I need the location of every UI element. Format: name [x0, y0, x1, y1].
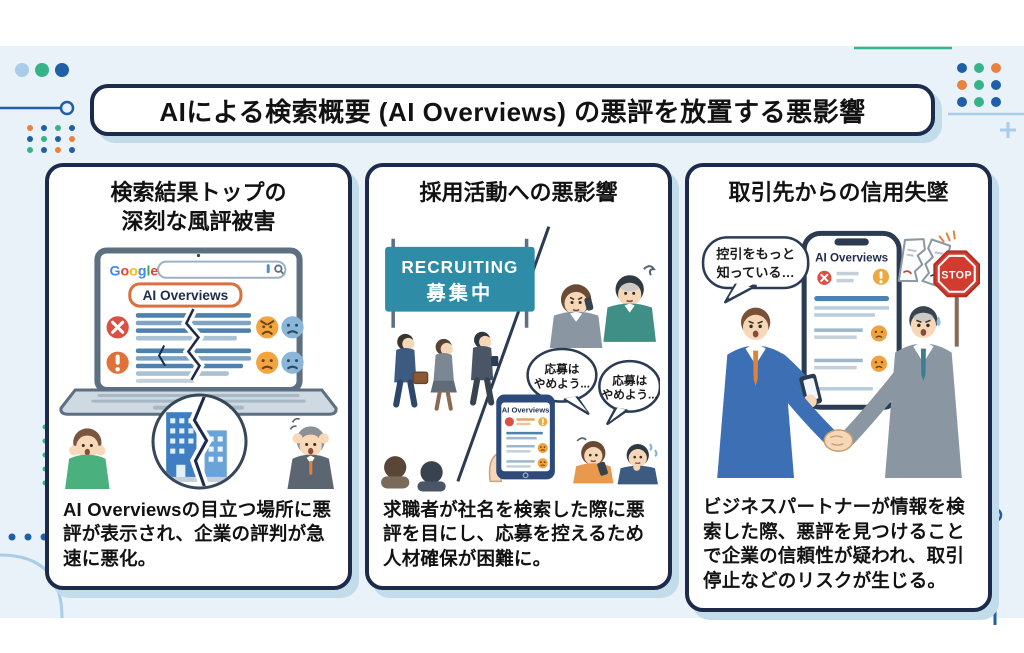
- sad-emoji-icon: [870, 355, 888, 372]
- phone-ai-overviews: AI Overviews: [488, 394, 555, 482]
- stop-sign-icon: STOP: [933, 249, 981, 347]
- handshake-icon: [823, 428, 854, 452]
- laptop-icon: Google AI Overviews: [59, 247, 338, 416]
- recruiting-illustration: RECRUITING 募集中: [377, 212, 662, 496]
- partner-speech-bubble: 控引をもっと 知っている…: [701, 235, 810, 303]
- worried-man: [287, 418, 334, 490]
- svg-text:応募は: 応募は: [612, 373, 647, 387]
- svg-text:やめよう...: やめよう...: [534, 377, 590, 390]
- sad-emoji-icon: [281, 351, 304, 374]
- card-heading: 採用活動への悪影響: [419, 180, 618, 205]
- svg-text:AI Overviews: AI Overviews: [502, 405, 550, 414]
- svg-text:AI Overviews: AI Overviews: [143, 288, 229, 303]
- error-icon: [504, 416, 514, 426]
- declining-woman: [573, 436, 614, 483]
- worried-man-bust: [603, 264, 656, 342]
- worried-woman: [65, 428, 110, 490]
- search-bar: [157, 260, 287, 279]
- speech-bubble: 応募は やめよう...: [598, 359, 662, 425]
- svg-text:RECRUITING: RECRUITING: [401, 257, 518, 277]
- businessman-left: [717, 307, 837, 478]
- google-logo: Google: [110, 263, 159, 279]
- sad-emoji-icon: [537, 457, 548, 468]
- error-icon: [106, 316, 129, 339]
- svg-text:控引をもっと: 控引をもっと: [716, 245, 795, 261]
- card-reputation-damage: 検索結果トップの 深刻な風評被害 Google AI Overviews: [45, 163, 352, 590]
- sad-emoji-icon: [256, 351, 279, 374]
- card-body-text: 求職者が社名を検索した際に悪評を目にし、応募を控えるため人材確保が困難に。: [383, 498, 645, 570]
- sad-emoji-icon: [537, 442, 548, 453]
- ai-overviews-badge: [128, 282, 243, 308]
- screen-crack-icon: [157, 307, 205, 383]
- svg-text:知っている…: 知っている…: [717, 263, 795, 279]
- card-body-text: ビジネスパートナーが情報を検索した際、悪評を見つけることで企業の信頼性が疑われ、…: [703, 495, 965, 592]
- error-icon: [817, 270, 832, 285]
- sweat-drop-icon: [936, 315, 941, 326]
- speech-bubble: 応募は やめよう...: [526, 347, 598, 415]
- page-title-text: AIによる検索概要 (AI Overviews) の悪評を放置する悪影響: [159, 96, 866, 127]
- svg-text:募集中: 募集中: [426, 281, 494, 304]
- angry-emoji-icon: [256, 316, 279, 339]
- sad-emoji-icon: [870, 324, 888, 342]
- recruiting-banner: RECRUITING 募集中: [385, 238, 535, 328]
- warning-icon: [872, 268, 890, 285]
- svg-text:AI Overviews: AI Overviews: [815, 251, 888, 264]
- sad-emoji-icon: [281, 316, 304, 339]
- page-title: AIによる検索概要 (AI Overviews) の悪評を放置する悪影響: [90, 84, 935, 136]
- broken-company-icon: [151, 393, 248, 490]
- card-heading: 検索結果トップの 深刻な風評被害: [110, 180, 287, 234]
- svg-text:STOP: STOP: [941, 269, 972, 281]
- magnifier-icon: [274, 264, 285, 275]
- declining-man: [617, 442, 658, 485]
- card-trust-loss: 取引先からの信用失墜 AI Overviews: [685, 163, 992, 612]
- alert-sparks-icon: [938, 229, 956, 243]
- worried-woman-bust: [549, 283, 603, 348]
- card-body-text: AI Overviewsの目立つ場所に悪評が表示され、企業の評判が急速に悪化。: [63, 498, 332, 570]
- svg-text:やめよう...: やめよう...: [602, 388, 658, 401]
- businessman-right: [840, 305, 962, 478]
- walking-people: [381, 331, 499, 492]
- reputation-illustration: Google AI Overviews: [57, 240, 340, 495]
- card-heading: 取引先からの信用失墜: [728, 180, 949, 205]
- trust-loss-illustration: AI Overviews: [697, 212, 981, 493]
- svg-text:応募は: 応募は: [545, 362, 580, 376]
- card-recruiting-impact: 採用活動への悪影響 RECRUITING 募集中: [365, 163, 672, 590]
- phone-ai-overviews: AI Overviews: [801, 230, 902, 410]
- warning-icon: [106, 351, 129, 374]
